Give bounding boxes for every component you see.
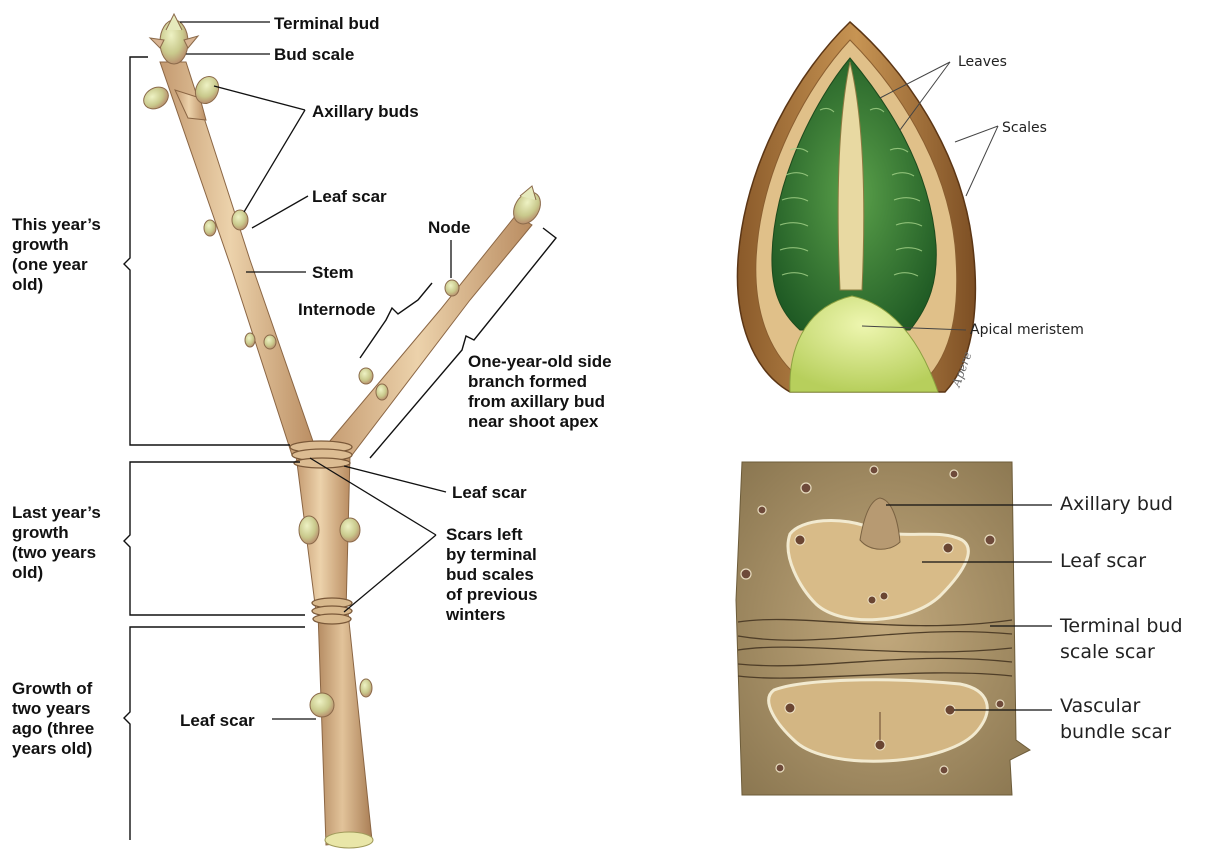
stem-segment-one-year (160, 62, 316, 455)
label-terminal-bud: Terminal bud (274, 14, 379, 33)
label-leaf-scar-closeup: Leaf scar (1060, 550, 1146, 572)
label-apical-meristem: Apical meristem (970, 322, 1084, 338)
label-vascular-bundle-scar: Vascular bundle scar (1060, 695, 1171, 743)
label-leaf-scar-middle: Leaf scar (452, 483, 527, 502)
label-bud-scale: Bud scale (274, 45, 354, 64)
label-leaf-scar-upper: Leaf scar (312, 187, 387, 206)
label-leaf-scar-lower: Leaf scar (180, 711, 255, 730)
scar-closeup: Axillary bud Leaf scar Terminal bud scal… (736, 462, 1189, 795)
stem-segment-three-years (318, 612, 372, 845)
axillary-bud-upper-left (140, 83, 173, 113)
label-side-branch: One-year-old side branch formed from axi… (468, 352, 616, 431)
label-axillary-bud: Axillary bud (1060, 493, 1173, 515)
label-bud-scale-scars: Scars left by terminal bud scales of pre… (445, 525, 542, 624)
bud-longitudinal-section: Leaves Scales Apical meristem Apere (737, 22, 1083, 392)
label-leaves: Leaves (958, 54, 1007, 70)
label-scales: Scales (1002, 120, 1047, 136)
twig-illustration: Terminal bud Bud scale Axillary buds Lea… (12, 14, 616, 848)
label-node: Node (428, 218, 471, 237)
twig-cut-end (325, 832, 373, 848)
label-terminal-bud-scale-scar: Terminal bud scale scar (1059, 615, 1189, 663)
label-growth-this-year: This year’s growth (one year old) (12, 215, 106, 294)
label-growth-two-years-ago: Growth of two years ago (three years old… (12, 679, 99, 758)
label-growth-last-year: Last year’s growth (two years old) (12, 503, 106, 582)
label-stem: Stem (312, 263, 354, 282)
bud-scale-scar-rings-upper (290, 441, 352, 468)
label-internode: Internode (298, 300, 375, 319)
label-axillary-buds: Axillary buds (312, 102, 419, 121)
